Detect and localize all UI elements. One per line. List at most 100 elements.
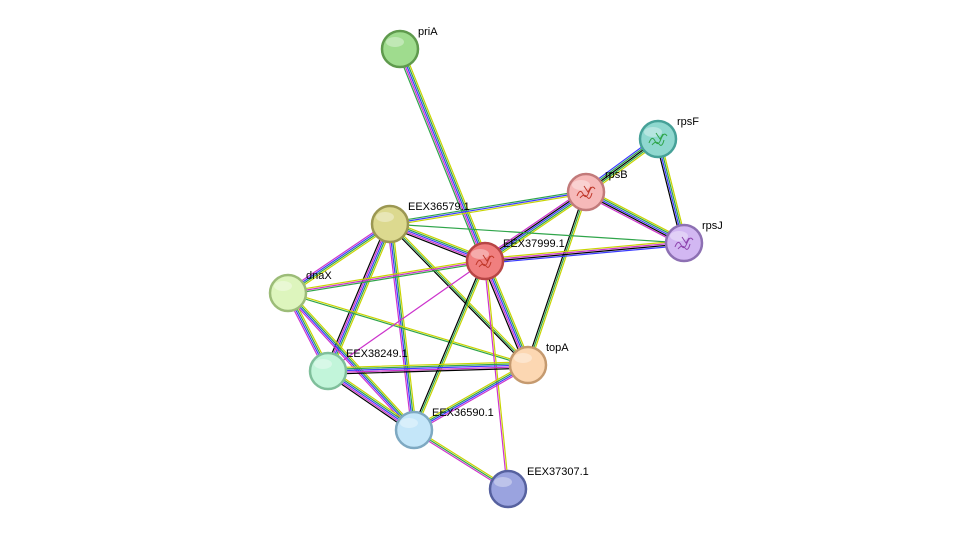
node-highlight <box>274 281 292 291</box>
edge-strand <box>286 221 390 292</box>
node-eex36579-1[interactable]: EEX36579.1 <box>370 201 470 244</box>
node-label: rpsB <box>605 169 628 181</box>
node-label: EEX36579.1 <box>408 201 470 213</box>
node-highlight <box>494 477 512 487</box>
edge-strand <box>287 258 486 293</box>
edge-strand <box>484 240 685 260</box>
edge-strand <box>285 294 413 433</box>
protein-structure-icon <box>576 185 596 199</box>
node-eex37999-1[interactable]: EEX37999.1 <box>465 238 565 281</box>
edge-strand <box>483 260 508 490</box>
node-rpsf[interactable]: rpsF <box>638 116 699 159</box>
edge-strand <box>389 223 685 244</box>
edge-strand <box>389 191 587 225</box>
edge-strand <box>483 190 586 261</box>
protein-structure-icon <box>674 236 694 250</box>
node-topa[interactable]: topA <box>508 342 569 385</box>
node-circle[interactable] <box>370 204 410 244</box>
node-circle[interactable] <box>380 29 420 69</box>
edge-strand <box>397 48 485 263</box>
edge-eex37999-1-eex38249-1[interactable] <box>327 260 486 372</box>
node-eex36590-1[interactable]: EEX36590.1 <box>394 407 494 450</box>
node-circle[interactable] <box>394 410 434 450</box>
edge-eex37999-1-rpsj[interactable] <box>484 240 685 264</box>
edge-strand <box>328 224 393 373</box>
edge-strand <box>388 223 414 431</box>
node-label: rpsF <box>677 116 699 128</box>
edge-strand <box>287 293 529 367</box>
edge-eex36579-1-eex36590-1[interactable] <box>387 223 417 431</box>
edge-rpsb-eex36579-1[interactable] <box>389 189 587 227</box>
edge-eex38249-1-topa[interactable] <box>327 361 529 375</box>
edge-strand <box>325 222 390 371</box>
edge-eex36579-1-topa[interactable] <box>388 222 530 367</box>
edge-strand <box>327 361 529 369</box>
protein-structure-icon <box>648 132 668 146</box>
node-highlight <box>572 180 590 190</box>
node-pria[interactable]: priA <box>380 26 438 69</box>
edge-strand <box>286 292 415 432</box>
edge-strand <box>484 191 587 262</box>
edge-strand <box>411 259 485 430</box>
node-highlight <box>376 212 394 222</box>
edge-strand <box>389 223 529 366</box>
node-circle[interactable] <box>488 469 528 509</box>
node-circle[interactable] <box>465 241 505 281</box>
node-highlight <box>400 418 418 428</box>
node-label: EEX36590.1 <box>432 407 494 419</box>
node-highlight <box>471 249 489 259</box>
edge-strand <box>327 365 529 374</box>
node-highlight <box>314 359 332 369</box>
edge-strand <box>287 224 392 295</box>
edge-strand <box>482 188 585 259</box>
edge-strand <box>388 224 528 367</box>
node-dnax[interactable]: dnaX <box>268 270 332 313</box>
node-circle[interactable] <box>508 345 548 385</box>
node-label: EEX37307.1 <box>527 466 589 478</box>
node-circle[interactable] <box>308 351 348 391</box>
node-eex38249-1[interactable]: EEX38249.1 <box>308 348 408 391</box>
edge-strand <box>327 364 529 372</box>
protein-structure-icon <box>475 254 495 268</box>
node-circle[interactable] <box>664 223 704 263</box>
edge-strand <box>413 365 529 432</box>
edge-eex36579-1-rpsj[interactable] <box>389 223 685 244</box>
node-highlight <box>644 127 662 137</box>
edge-dnax-topa[interactable] <box>287 291 529 367</box>
edge-eex37999-1-eex36590-1[interactable] <box>411 259 488 432</box>
edge-strand <box>389 189 587 224</box>
node-highlight <box>670 231 688 241</box>
edge-rpsb-eex37999-1[interactable] <box>482 188 589 265</box>
edge-strand <box>396 49 483 263</box>
node-label: EEX38249.1 <box>346 348 408 360</box>
edge-strand <box>287 291 529 365</box>
edge-dnax-eex36590-1[interactable] <box>285 290 417 433</box>
edge-strand <box>485 192 588 263</box>
edge-strand <box>414 261 488 432</box>
node-label: topA <box>546 342 569 354</box>
edge-strand <box>484 241 685 261</box>
edge-strand <box>527 191 587 366</box>
edge-strand <box>484 244 685 264</box>
node-circle[interactable] <box>268 273 308 313</box>
edge-strand <box>400 47 488 262</box>
edge-eex36590-1-topa[interactable] <box>412 362 530 433</box>
node-label: dnaX <box>306 270 332 282</box>
edge-strand <box>389 192 587 227</box>
edge-rpsb-topa[interactable] <box>525 190 589 367</box>
edge-strand <box>390 222 530 365</box>
node-eex37307-1[interactable]: EEX37307.1 <box>488 466 589 509</box>
node-circle[interactable] <box>638 119 678 159</box>
edge-strand <box>484 243 685 263</box>
edge-strand <box>399 48 486 262</box>
edge-pria-eex37999-1[interactable] <box>396 47 489 263</box>
node-circle[interactable] <box>566 172 606 212</box>
edge-eex37999-1-eex37307-1[interactable] <box>483 260 510 490</box>
edge-dnax-eex37999-1[interactable] <box>287 258 486 296</box>
node-rpsb[interactable]: rpsB <box>566 169 628 212</box>
node-rpsj[interactable]: rpsJ <box>664 220 723 263</box>
edge-strand <box>286 222 391 293</box>
edge-eex36579-1-dnax[interactable] <box>286 221 392 296</box>
